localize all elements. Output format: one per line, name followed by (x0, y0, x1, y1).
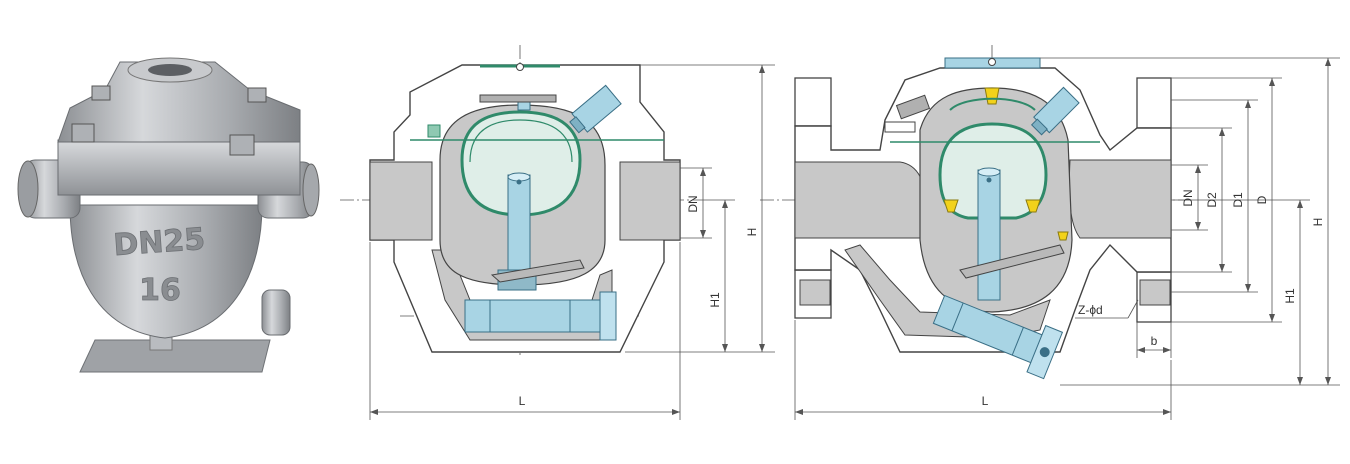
outlet-flange-top (1136, 77, 1172, 129)
cast-size-marking: DN25 (112, 222, 206, 263)
flanged-d-label: D (1255, 195, 1269, 204)
threaded-dimensions (369, 64, 775, 420)
inlet-port (369, 161, 433, 241)
valve-seat-top (984, 87, 1000, 105)
flanged-d1-label: D1 (1231, 192, 1245, 208)
threaded-dimension-arrows (370, 65, 765, 415)
threaded-dn-label: DN (686, 195, 700, 212)
flanged-inlet-passage (794, 161, 926, 239)
flanged-h-label: H (1311, 218, 1325, 227)
flanged-outlet-passage (1068, 159, 1172, 239)
flanged-h1-label: H1 (1283, 288, 1297, 304)
valve-seat-left (943, 199, 959, 213)
base-plate (79, 339, 271, 373)
flanged-d2-label: D2 (1205, 192, 1219, 208)
flanged-dimension-arrows (795, 58, 1331, 415)
inverted-bucket (460, 110, 582, 217)
vent-plug (569, 84, 622, 134)
body-casting (69, 204, 263, 339)
flanged-strainer (932, 294, 1064, 380)
flanged-section-view: DN D2 D1 D H H1 Z-ϕd b L (760, 45, 1340, 420)
flanged-dn-label: DN (1181, 189, 1195, 206)
cover-flange (57, 139, 301, 196)
outlet-port (619, 161, 681, 241)
flanged-vent-plug (1030, 86, 1080, 136)
threaded-l-label: L (519, 394, 526, 408)
threaded-h-label: H (745, 228, 759, 237)
flanged-dimensions (794, 57, 1340, 420)
threaded-h1-label: H1 (708, 292, 722, 308)
flanged-l-label: L (982, 394, 989, 408)
valve-seat-right (1025, 199, 1041, 213)
strainer-plug (464, 291, 617, 341)
cast-pressure-marking: 16 (139, 273, 181, 308)
bolt-hole-label: Z-ϕd (1078, 303, 1103, 317)
cover-bolts (71, 85, 267, 156)
inlet-flange-top (794, 77, 832, 127)
valve-stem (507, 174, 531, 276)
threaded-section-view: DN H H1 L (340, 45, 775, 420)
flanged-b-label: b (1151, 334, 1158, 348)
flanged-valve-stem (977, 169, 1001, 301)
product-photo: DN25 16 (17, 57, 320, 373)
